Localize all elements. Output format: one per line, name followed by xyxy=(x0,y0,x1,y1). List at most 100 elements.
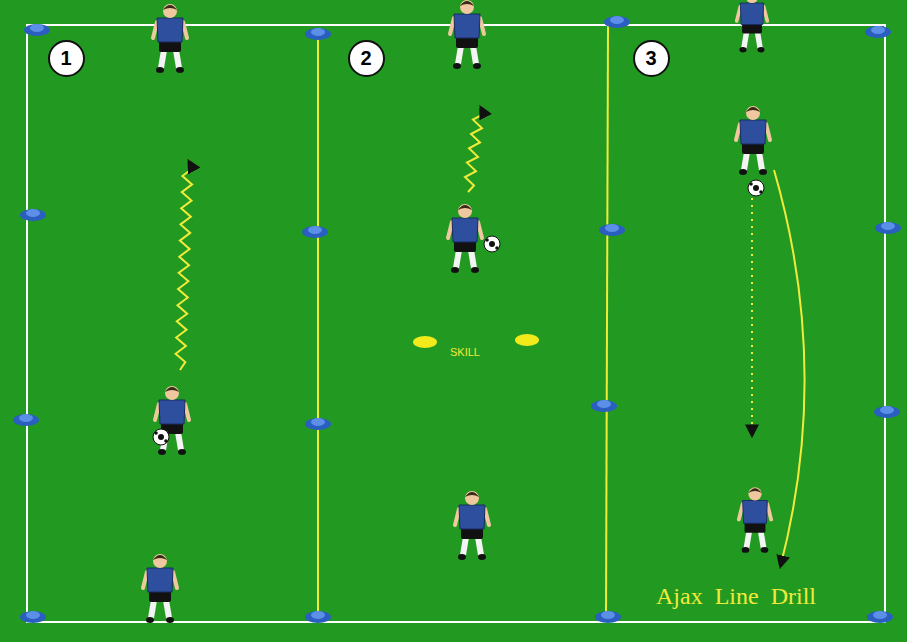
shape xyxy=(753,185,759,191)
player xyxy=(736,106,770,175)
shape xyxy=(489,241,495,247)
cone xyxy=(302,226,328,238)
cone xyxy=(20,611,46,623)
cone xyxy=(308,226,322,234)
shape xyxy=(484,236,500,252)
shape xyxy=(473,46,476,64)
shape xyxy=(759,190,763,194)
shape xyxy=(456,250,459,268)
dribble-arrow xyxy=(465,106,484,192)
shape xyxy=(744,152,747,170)
shape xyxy=(757,47,764,52)
shape xyxy=(736,124,740,140)
cone xyxy=(595,611,621,623)
shape xyxy=(478,537,481,555)
cone xyxy=(604,16,630,28)
shape xyxy=(495,246,499,250)
shape xyxy=(146,617,154,623)
callout-circle: 3 xyxy=(633,40,670,77)
shape xyxy=(458,46,461,64)
skill-cone xyxy=(515,334,539,346)
shape xyxy=(458,204,472,218)
shape xyxy=(165,386,179,400)
shape xyxy=(166,600,169,618)
ball xyxy=(153,429,169,445)
cone xyxy=(311,418,325,426)
run-arrows xyxy=(176,106,484,370)
ball xyxy=(484,236,500,252)
shape xyxy=(176,50,179,68)
shape xyxy=(748,180,764,196)
shape xyxy=(761,531,764,548)
cone xyxy=(305,28,331,40)
shape xyxy=(463,537,466,555)
callout-number: 2 xyxy=(360,48,371,68)
shape xyxy=(739,47,746,52)
shape xyxy=(455,509,459,525)
player xyxy=(737,0,768,52)
shape xyxy=(465,491,479,505)
drill-title: Ajax Line Drill xyxy=(656,583,816,610)
shape xyxy=(748,488,761,493)
shape xyxy=(448,222,452,238)
grid-line xyxy=(317,32,319,618)
shape xyxy=(746,0,759,3)
shape xyxy=(480,18,484,34)
shape xyxy=(478,222,482,238)
cone xyxy=(871,26,885,34)
cone xyxy=(881,222,895,230)
shape xyxy=(178,449,186,455)
player xyxy=(455,491,489,560)
shape xyxy=(158,434,164,440)
dribble-arrow xyxy=(176,160,193,370)
cone xyxy=(880,406,894,414)
shape xyxy=(757,32,760,48)
callout-number: 3 xyxy=(645,48,656,68)
ball xyxy=(748,180,764,196)
cone xyxy=(305,418,331,430)
shape xyxy=(740,3,763,25)
shape xyxy=(158,449,166,455)
grid-line xyxy=(606,25,608,618)
shape xyxy=(764,7,768,21)
players xyxy=(143,0,771,623)
cone xyxy=(599,224,625,236)
shape xyxy=(161,50,164,68)
shape xyxy=(454,14,480,38)
shape xyxy=(143,572,147,588)
shape xyxy=(159,400,185,424)
shape xyxy=(740,120,766,144)
cone xyxy=(597,400,611,408)
shape xyxy=(460,0,474,14)
shape xyxy=(739,169,747,175)
player xyxy=(153,4,187,73)
cone xyxy=(601,611,615,619)
shape xyxy=(743,501,768,524)
shape xyxy=(473,63,481,69)
shape xyxy=(155,404,159,420)
shape xyxy=(749,182,753,186)
pass-arrow xyxy=(751,198,753,437)
shape xyxy=(452,218,478,242)
shape xyxy=(485,509,489,525)
cone xyxy=(867,611,893,623)
cone xyxy=(26,209,40,217)
shape xyxy=(163,4,177,18)
shape xyxy=(766,124,770,140)
shape xyxy=(153,22,157,38)
shape xyxy=(163,5,177,10)
shape xyxy=(450,18,454,34)
cone xyxy=(24,24,50,36)
shape xyxy=(746,106,760,120)
shape xyxy=(759,169,767,175)
shape xyxy=(761,547,769,553)
shape xyxy=(458,554,466,560)
shape xyxy=(744,32,747,48)
shape xyxy=(478,554,486,560)
cone xyxy=(874,406,900,418)
cone xyxy=(610,16,624,24)
boundary xyxy=(27,25,885,622)
cone xyxy=(305,611,331,623)
